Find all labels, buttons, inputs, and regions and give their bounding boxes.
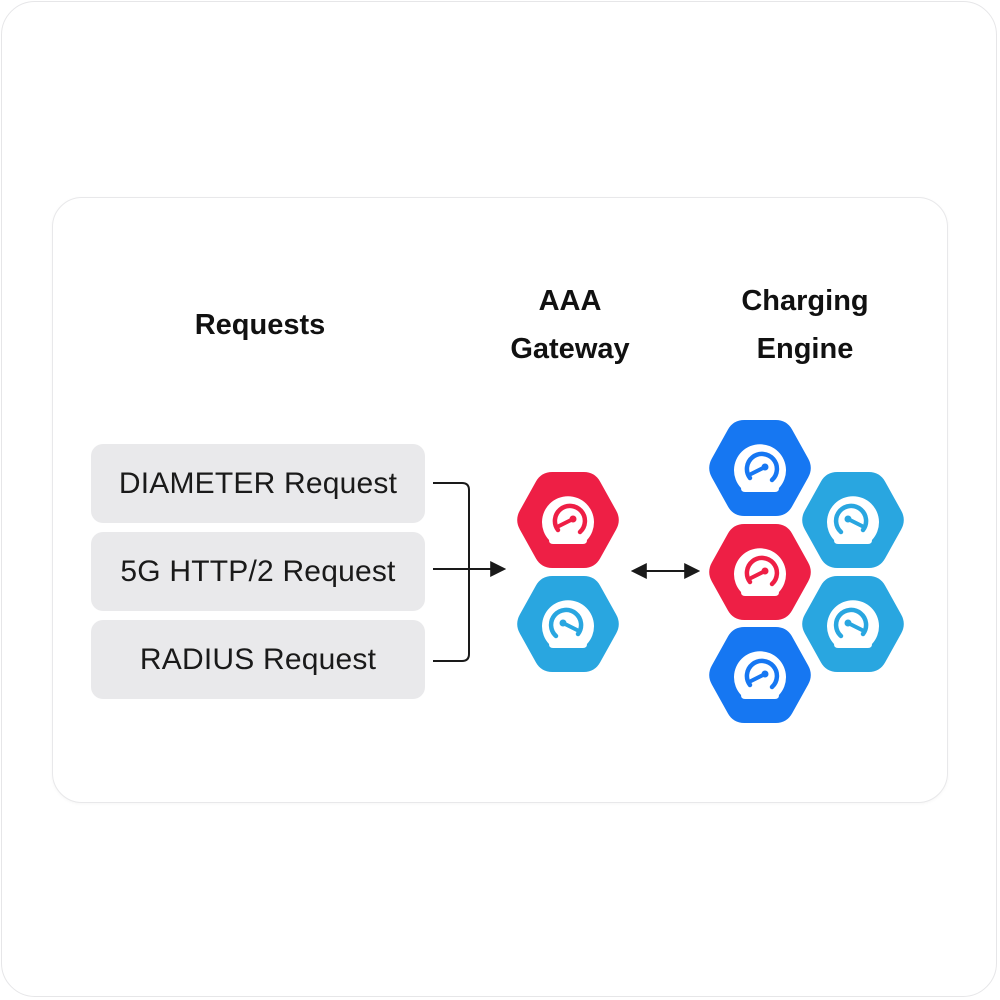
aaa-gateway-nodes bbox=[517, 472, 619, 672]
charging-engine-node-2 bbox=[802, 472, 904, 568]
charging-engine-node-5 bbox=[709, 627, 811, 723]
charging-engine-node-3 bbox=[709, 524, 811, 620]
request-label: 5G HTTP/2 Request bbox=[120, 554, 396, 588]
request-box-diameter: DIAMETER Request bbox=[91, 444, 425, 523]
charging-engine-nodes bbox=[709, 420, 904, 723]
aaa-gateway-node-2 bbox=[517, 576, 619, 672]
request-box-radius: RADIUS Request bbox=[91, 620, 425, 699]
request-label: RADIUS Request bbox=[139, 642, 377, 676]
request-label: DIAMETER Request bbox=[118, 466, 398, 500]
charging-engine-heading: Charging Engine bbox=[741, 285, 869, 365]
gauge-icon bbox=[827, 496, 879, 544]
gauge-icon bbox=[734, 651, 786, 699]
aaa-gateway-node-1 bbox=[517, 472, 619, 568]
aaa-gateway-heading: AAA Gateway bbox=[510, 285, 630, 365]
merge-connector bbox=[433, 482, 507, 662]
gauge-icon bbox=[542, 496, 594, 544]
charging-engine-node-4 bbox=[802, 576, 904, 672]
gauge-icon bbox=[734, 444, 786, 492]
merge-bracket-line bbox=[433, 482, 470, 662]
request-box-5g-http2: 5G HTTP/2 Request bbox=[91, 532, 425, 611]
requests-heading: Requests bbox=[194, 309, 326, 341]
charging-engine-node-1 bbox=[709, 420, 811, 516]
gauge-icon bbox=[827, 600, 879, 648]
gauge-icon bbox=[734, 548, 786, 596]
gauge-icon bbox=[542, 600, 594, 648]
